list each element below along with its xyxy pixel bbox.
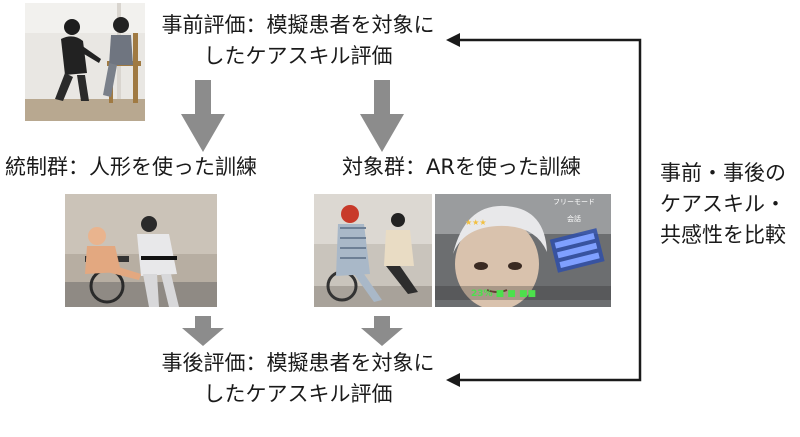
pre-evaluation-photo — [25, 3, 145, 121]
mannequin-training-photo — [65, 194, 217, 307]
pre-evaluation-line1: 事前評価：模擬患者を対象に — [161, 13, 435, 37]
comparison-note-line1: 事前・事後の — [660, 161, 786, 185]
arrowhead-to-post-evaluation — [446, 373, 460, 387]
ar-star-rating: ★★★ — [465, 218, 487, 227]
post-evaluation-line1: 事後評価：模擬患者を対象に — [161, 351, 435, 375]
down-arrow-left-upper — [181, 80, 225, 152]
down-arrow-right-lower — [361, 316, 403, 346]
target-group-label: 対象群：ARを使った訓練 — [342, 155, 581, 179]
down-arrow-right-upper — [360, 80, 404, 152]
ar-view-screenshot: フリーモード 会話 ★★★ 23% ■ ■ ■■ — [435, 194, 611, 307]
ar-training-photo — [314, 194, 432, 307]
post-evaluation-line2: したケアスキル評価 — [203, 382, 393, 406]
post-evaluation-text: 事後評価：模擬患者を対象に したケアスキル評価 — [148, 348, 448, 410]
ar-mode-label: フリーモード — [553, 198, 595, 206]
control-group-label: 統制群：人形を使った訓練 — [5, 155, 257, 179]
down-arrow-left-lower — [182, 316, 224, 346]
arrowhead-to-pre-evaluation — [446, 33, 460, 47]
pre-evaluation-text: 事前評価：模擬患者を対象に したケアスキル評価 — [148, 10, 448, 72]
ar-hud-readout: 23% ■ ■ ■■ — [471, 289, 536, 299]
pre-evaluation-line2: したケアスキル評価 — [203, 44, 393, 68]
comparison-note-line2: ケアスキル・ — [660, 192, 786, 216]
comparison-note-line3: 共感性を比較 — [660, 223, 786, 247]
ar-dialog-label: 会話 — [567, 215, 581, 223]
comparison-note: 事前・事後の ケアスキル・ 共感性を比較 — [660, 158, 786, 251]
